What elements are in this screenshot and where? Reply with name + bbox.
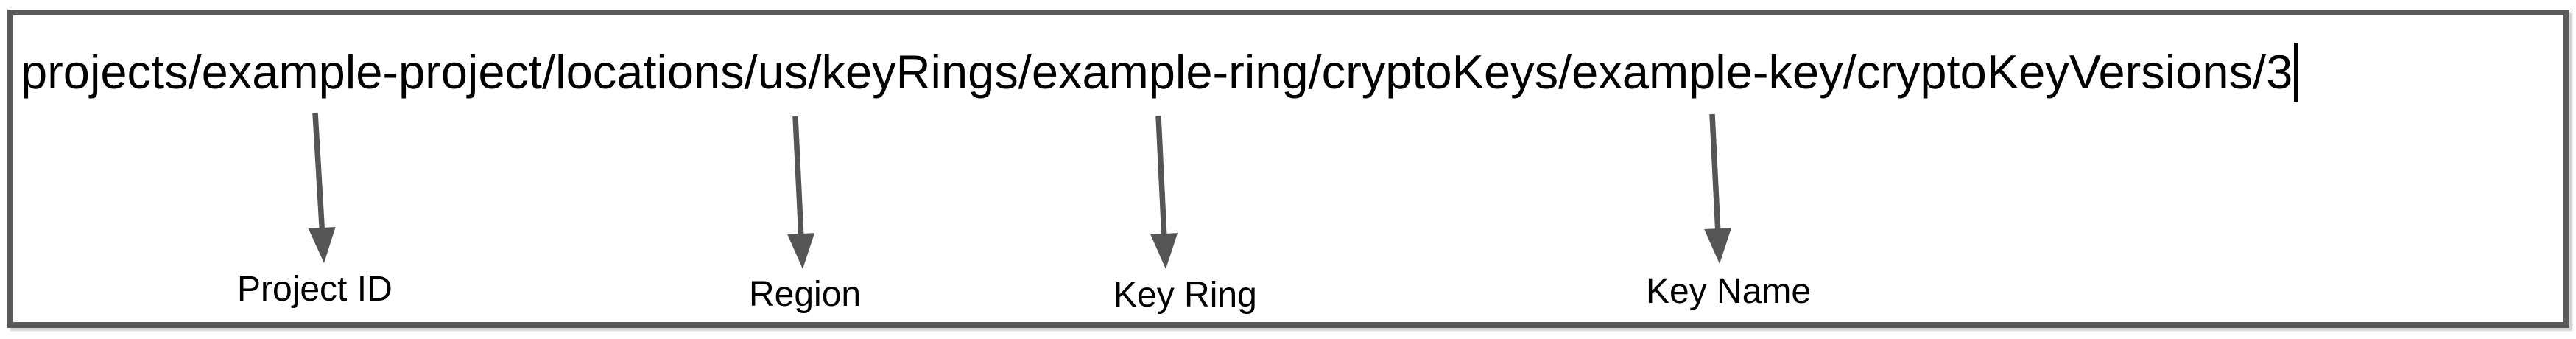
annotation-label: Region — [749, 275, 862, 314]
annotation-label: Key Name — [1646, 272, 1812, 311]
resource-path-value: projects/example-project/locations/us/ke… — [21, 45, 2293, 99]
resource-path-input-box[interactable] — [7, 10, 2569, 328]
annotation-label: Project ID — [237, 270, 393, 309]
annotation-label: Key Ring — [1113, 276, 1257, 315]
resource-path-text[interactable]: projects/example-project/locations/us/ke… — [21, 43, 2298, 102]
text-cursor-icon — [2294, 43, 2298, 102]
